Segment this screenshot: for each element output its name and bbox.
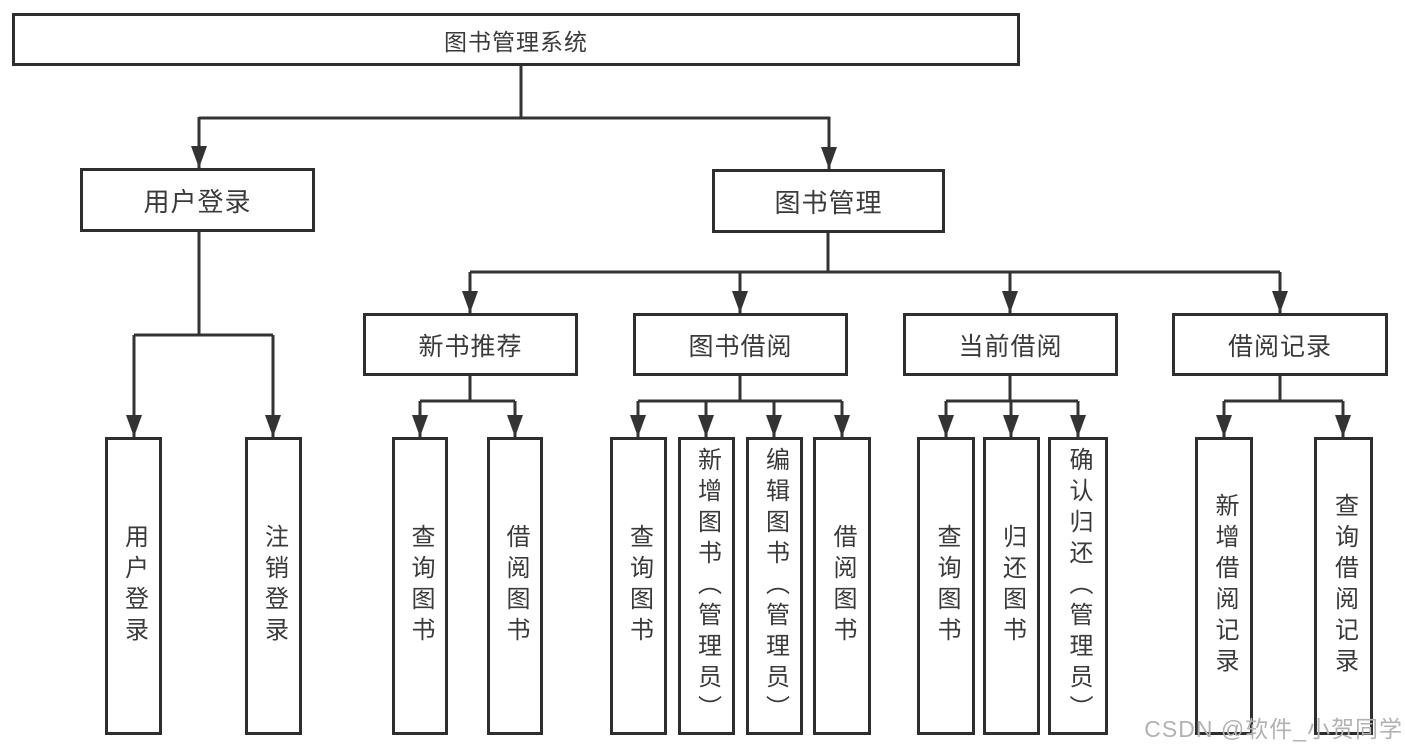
csdn-watermark: CSDN @软件_小贺同学 <box>1144 716 1403 742</box>
node-label: 图书管理系统 <box>444 28 588 55</box>
leaf-edit-books-admin: 编辑图书（管理员） <box>746 437 803 735</box>
node-book-management: 图书管理 <box>712 169 945 233</box>
node-current-borrowing: 当前借阅 <box>903 313 1118 376</box>
leaf-confirm-return-admin: 确认归还（管理员） <box>1048 437 1108 735</box>
node-new-book-recommendation: 新书推荐 <box>363 313 578 376</box>
node-book-borrowing: 图书借阅 <box>633 313 848 376</box>
leaf-borrow-books: 借阅图书 <box>813 437 871 735</box>
node-label: 查询图书 <box>625 524 653 648</box>
leaf-query-books-recommend: 查询图书 <box>392 437 448 735</box>
node-label: 新增借阅记录 <box>1211 493 1238 679</box>
node-label: 用户登录 <box>120 524 148 648</box>
leaf-add-borrow-record: 新增借阅记录 <box>1195 437 1253 735</box>
node-label: 查询借阅记录 <box>1330 493 1358 679</box>
node-label: 借阅图书 <box>829 524 856 648</box>
leaf-query-books-current: 查询图书 <box>917 437 975 735</box>
node-borrowing-records: 借阅记录 <box>1172 313 1388 376</box>
node-library-management-system: 图书管理系统 <box>12 13 1020 66</box>
node-label: 查询图书 <box>407 524 434 648</box>
node-label: 归还图书 <box>998 524 1026 648</box>
node-label: 编辑图书（管理员） <box>761 446 789 726</box>
node-label: 图书管理 <box>774 187 883 218</box>
leaf-logout: 注销登录 <box>245 437 302 735</box>
node-label: 当前借阅 <box>958 332 1063 361</box>
node-label: 借阅记录 <box>1227 332 1332 361</box>
node-label: 查询图书 <box>933 524 960 648</box>
leaf-query-books-borrow: 查询图书 <box>610 437 667 735</box>
node-label: 确认归还（管理员） <box>1065 446 1092 726</box>
node-label: 新增图书（管理员） <box>693 446 721 726</box>
node-label: 图书借阅 <box>688 332 793 361</box>
node-label: 注销登录 <box>260 524 288 648</box>
node-label: 新书推荐 <box>418 332 523 361</box>
node-user-login: 用户登录 <box>80 168 315 232</box>
leaf-return-books: 归还图书 <box>983 437 1040 735</box>
leaf-borrow-books-recommend: 借阅图书 <box>487 437 543 735</box>
leaf-user-login: 用户登录 <box>105 437 162 735</box>
node-label: 用户登录 <box>143 186 252 217</box>
leaf-query-borrow-record: 查询借阅记录 <box>1314 437 1373 735</box>
leaf-add-books-admin: 新增图书（管理员） <box>678 437 735 735</box>
node-label: 借阅图书 <box>502 524 529 648</box>
